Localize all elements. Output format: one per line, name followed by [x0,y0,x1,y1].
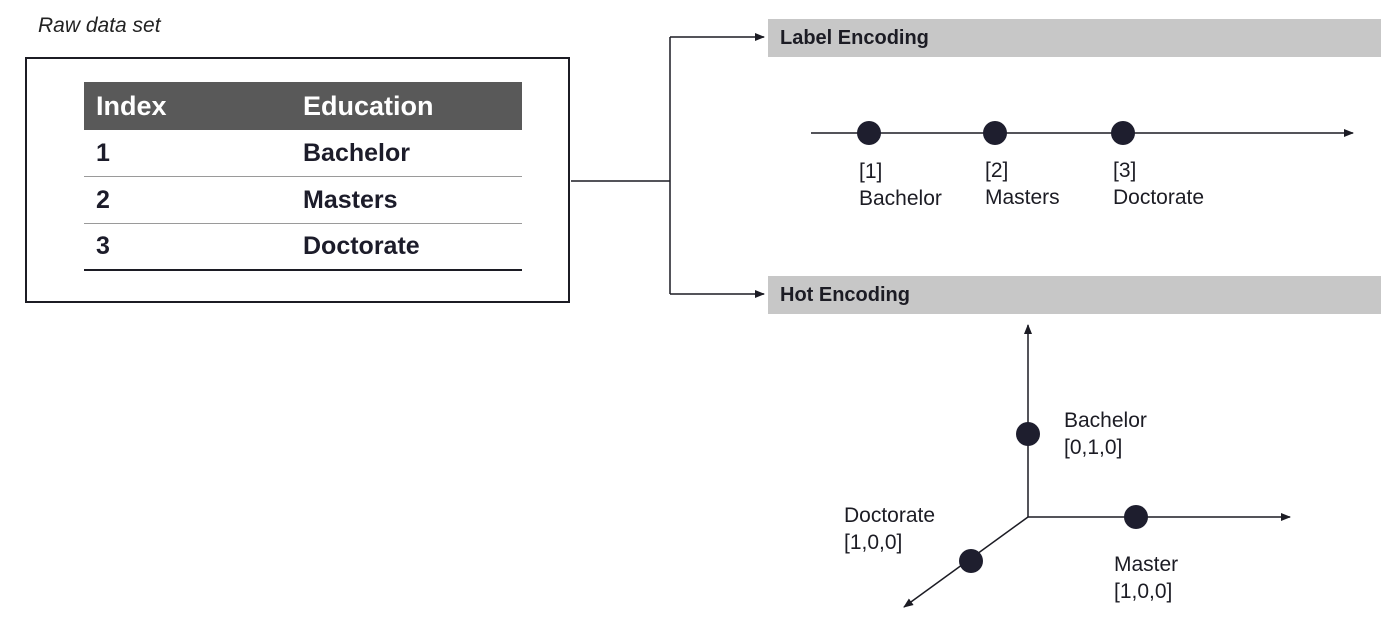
hot-point-dot [1016,422,1040,446]
table-header: Index Education [84,82,522,130]
header-index: Index [96,90,167,121]
hot-vector: [1,0,0] [844,531,903,554]
cell-index: 1 [96,138,110,167]
label-code: [2] [985,159,1009,182]
raw-data-title: Raw data set [38,14,161,37]
header-education: Education [303,90,434,121]
hot-point-label: Master [1,0,0] [1114,551,1178,605]
hot-point-dot [1124,505,1148,529]
raw-data-box [25,57,570,303]
label-point-label: [2] Masters [985,157,1060,211]
hot-point-label: Doctorate [1,0,0] [844,502,935,556]
label-code: [1] [859,160,883,183]
label-name: Masters [985,186,1060,209]
hot-point-label: Bachelor [0,1,0] [1064,407,1147,461]
hot-encoding-band: Hot Encoding [768,276,1381,314]
cell-index: 3 [96,232,110,260]
cell-education: Doctorate [303,232,420,260]
label-point-dot [857,121,881,145]
label-name: Bachelor [859,187,942,210]
hot-name: Doctorate [844,504,936,527]
label-point-label: [3] Doctorate [1113,157,1204,211]
cell-index: 2 [96,185,110,214]
label-name: Doctorate [1113,186,1205,209]
table-row: 1 Bachelor [84,130,522,177]
label-point-dot [983,121,1007,145]
hot-point-dot [959,549,983,573]
label-encoding-title: Label Encoding [780,26,929,49]
cell-education: Bachelor [303,138,410,167]
table-row: 2 Masters [84,177,522,224]
cell-education: Masters [303,185,398,214]
label-code: [3] [1113,159,1137,182]
hot-encoding-title: Hot Encoding [780,283,910,306]
hot-name: Bachelor [1064,409,1147,432]
table-row: 3 Doctorate [84,224,522,271]
label-encoding-band: Label Encoding [768,19,1381,57]
hot-vector: [1,0,0] [1114,580,1173,603]
hot-vector: [0,1,0] [1064,436,1123,459]
hot-name: Master [1114,553,1179,576]
label-point-label: [1] Bachelor [859,158,942,212]
label-point-dot [1111,121,1135,145]
education-table: Index Education 1 Bachelor 2 Masters 3 D… [84,82,522,271]
